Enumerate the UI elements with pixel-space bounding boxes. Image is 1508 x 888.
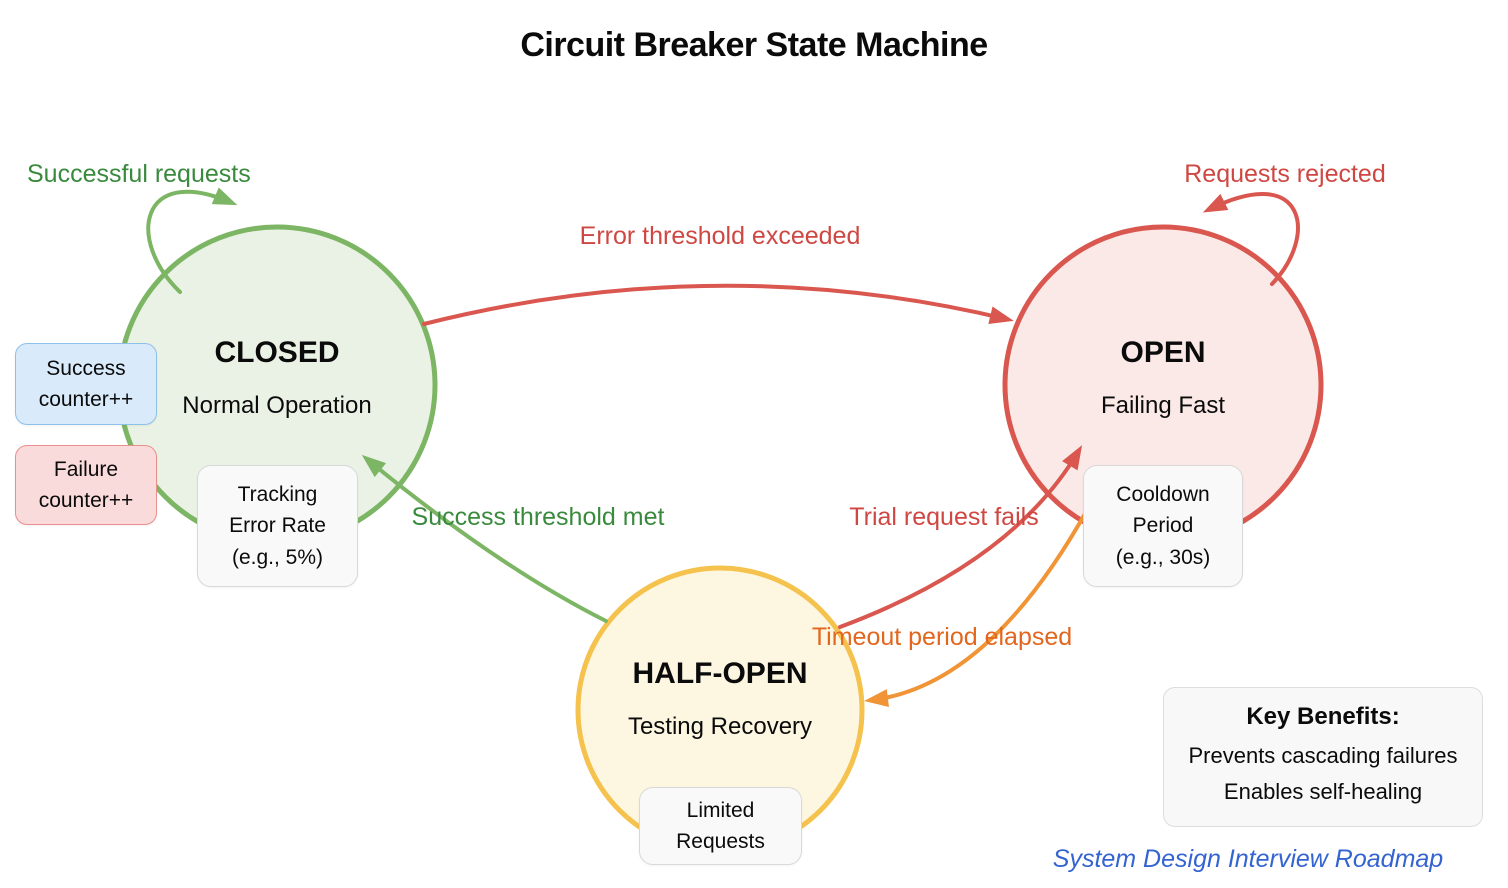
- successful-requests-label: Successful requests: [27, 160, 251, 188]
- trial-request-fails-label: Trial request fails: [849, 503, 1039, 531]
- tracking-error-rate-note: Tracking Error Rate (e.g., 5%): [197, 465, 358, 587]
- error-threshold-arrow: [422, 283, 1014, 326]
- key-benefit-item: Prevents cascading failures: [1188, 743, 1458, 768]
- successful-requests-selfloop-arrow: [146, 187, 238, 294]
- success-threshold-label: Success threshold met: [411, 503, 665, 531]
- requests-rejected-label: Requests rejected: [1184, 160, 1386, 188]
- success-counter-note: Success counter++: [15, 343, 157, 425]
- requests-rejected-selfloop-arrow: [1202, 192, 1300, 286]
- success-threshold-arrow: [361, 454, 608, 623]
- watermark-caption: System Design Interview Roadmap: [1052, 845, 1444, 873]
- timeout-elapsed-label: Timeout period elapsed: [811, 623, 1073, 651]
- open-state-name: OPEN: [1120, 336, 1206, 369]
- half-open-state-name: HALF-OPEN: [632, 657, 808, 690]
- key-benefits-heading: Key Benefits:: [1246, 703, 1400, 730]
- cooldown-period-note: Cooldown Period (e.g., 30s): [1083, 465, 1243, 587]
- limited-requests-note: Limited Requests: [639, 787, 802, 865]
- trial-request-fails-arrow: [838, 445, 1083, 629]
- failure-counter-note: Failure counter++: [15, 445, 157, 525]
- open-state-description: Failing Fast: [1100, 392, 1226, 419]
- closed-state-description: Normal Operation: [182, 392, 372, 419]
- page-title: Circuit Breaker State Machine: [520, 26, 988, 64]
- error-threshold-label: Error threshold exceeded: [579, 222, 861, 250]
- key-benefit-item: Enables self-healing: [1223, 779, 1423, 804]
- timeout-elapsed-arrow: [864, 488, 1100, 707]
- half-open-state-description: Testing Recovery: [627, 713, 813, 740]
- key-benefits-panel: Key Benefits: Prevents cascading failure…: [1163, 687, 1483, 827]
- closed-state-name: CLOSED: [214, 336, 340, 369]
